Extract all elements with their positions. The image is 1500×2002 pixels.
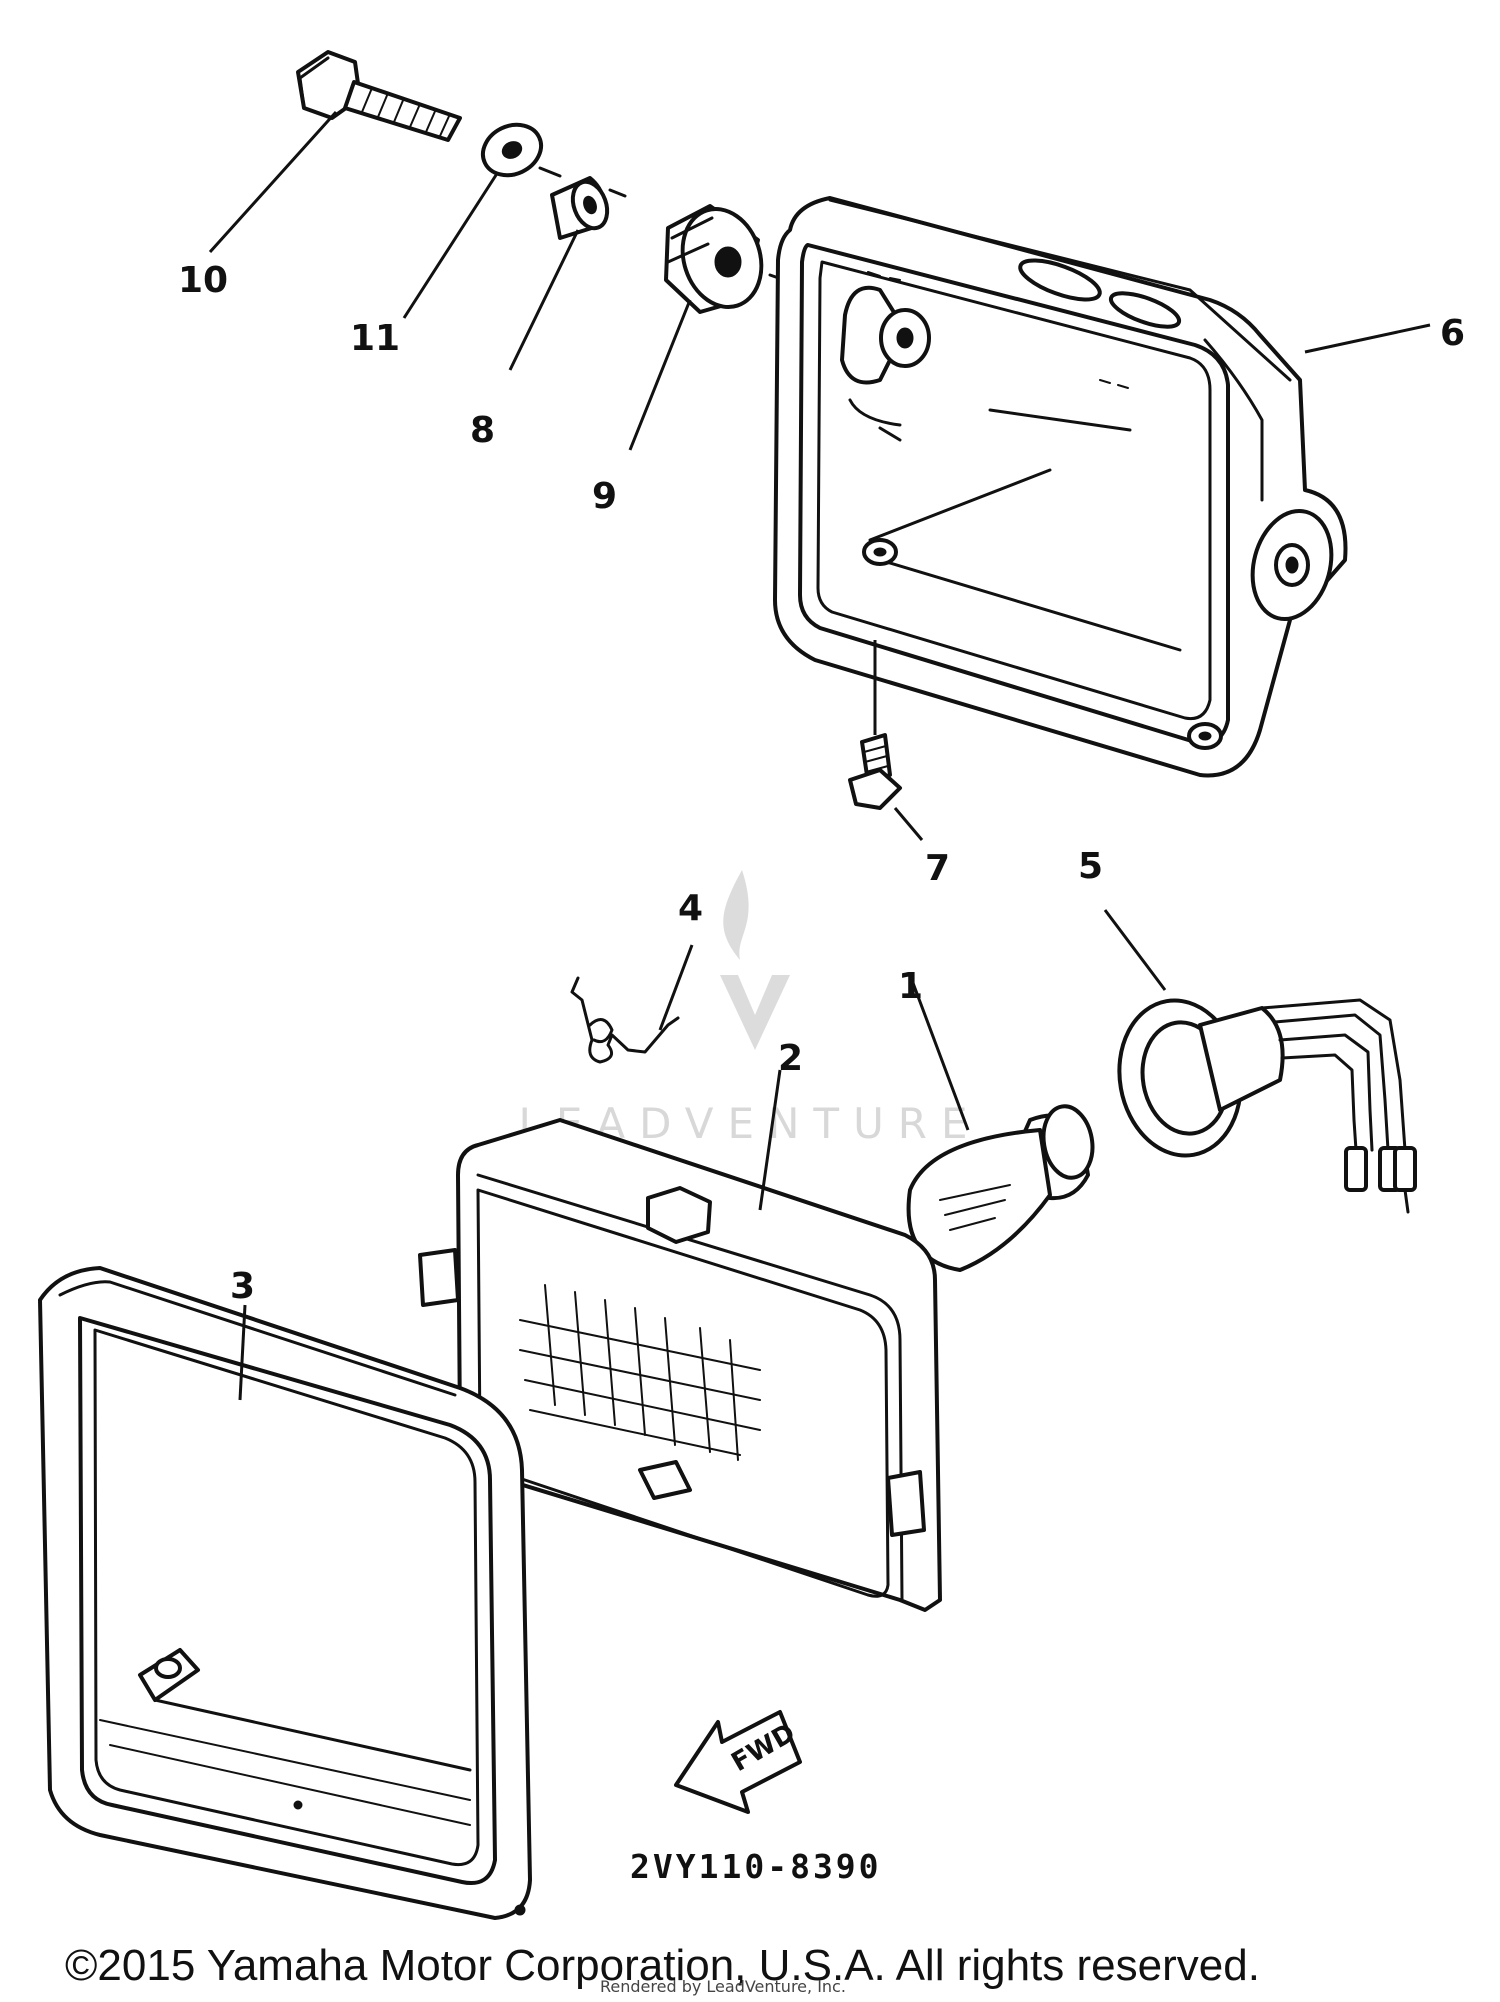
part-1-bulb <box>906 1104 1095 1272</box>
callout-6: 6 <box>1440 313 1465 354</box>
diagram-reference-code: 2VY110-8390 <box>630 1847 882 1886</box>
leader-8 <box>508 229 580 371</box>
fwd-direction-arrow: FWD <box>674 1710 802 1814</box>
leader-2 <box>758 1069 782 1211</box>
callout-8: 8 <box>470 410 495 451</box>
callout-3: 3 <box>230 1266 255 1307</box>
callout-10: 10 <box>178 260 228 301</box>
leader-11 <box>402 171 500 319</box>
part-7-screw <box>848 733 902 810</box>
copyright-notice: ©2015 Yamaha Motor Corporation, U.S.A. A… <box>65 1941 1260 1990</box>
callout-9: 9 <box>592 476 617 517</box>
watermark-logo-icon <box>720 870 790 1050</box>
part-11-washer <box>480 122 544 178</box>
callout-7: 7 <box>925 848 950 889</box>
leader-9 <box>628 299 692 451</box>
part-6-headlight-housing <box>773 196 1348 778</box>
rendered-by-note: Rendered by LeadVenture, Inc. <box>600 1977 846 1996</box>
leader-6 <box>1304 323 1431 354</box>
leader-1 <box>908 974 970 1131</box>
part-3-headlight-rim <box>38 1266 532 1920</box>
callout-4: 4 <box>678 888 703 929</box>
leader-4 <box>658 944 694 1031</box>
leadventure-watermark: LEADVENTURE <box>518 870 968 1148</box>
part-5-bulb-socket <box>1117 998 1417 1214</box>
callout-2: 2 <box>778 1038 803 1079</box>
part-10-bolt <box>296 50 462 142</box>
part-8-collar <box>550 176 610 240</box>
leader-7 <box>893 807 924 841</box>
part-4-spring-clip <box>570 976 680 1064</box>
callout-1: 1 <box>898 966 923 1007</box>
leader-10 <box>208 110 338 254</box>
leader-3 <box>238 1304 247 1401</box>
leader-5 <box>1103 909 1167 991</box>
part-9-grommet <box>664 204 764 314</box>
callout-5: 5 <box>1078 846 1103 887</box>
callout-11: 11 <box>350 318 400 359</box>
